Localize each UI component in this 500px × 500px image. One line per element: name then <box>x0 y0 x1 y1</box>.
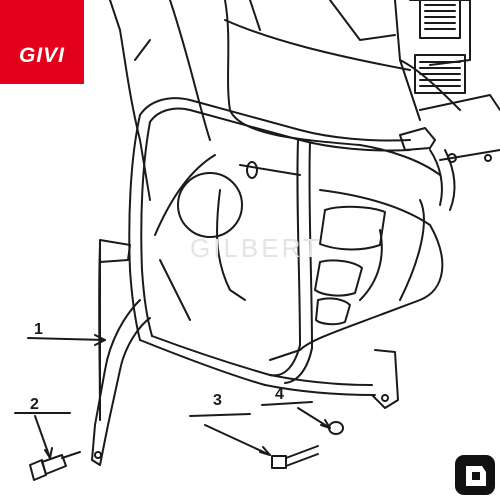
lower-bar <box>91 299 151 466</box>
callout-1: 1 <box>34 321 43 338</box>
side-vent-1 <box>319 205 386 251</box>
screw-shaft <box>285 445 319 467</box>
guard-frame-inner <box>149 107 411 152</box>
brand-badge-icon <box>455 455 495 495</box>
callout-4: 4 <box>275 386 284 403</box>
guard-frame-outer <box>139 97 411 142</box>
side-vent-2 <box>314 259 363 297</box>
washer <box>328 421 344 435</box>
side-vent-3 <box>315 297 351 326</box>
callout-2: 2 <box>30 396 39 413</box>
headlight-lens <box>246 161 258 179</box>
mounting-plate-right <box>399 127 436 151</box>
callout-line-3 <box>189 413 271 456</box>
nut <box>271 455 287 469</box>
scooter-body-outline <box>169 0 211 141</box>
vent-grille-lower <box>414 54 466 94</box>
callout-3: 3 <box>213 392 222 409</box>
guard-foot-bracket <box>371 349 399 409</box>
callout-line-1 <box>27 337 106 341</box>
vent-grille-upper <box>419 0 461 39</box>
headlight <box>177 172 243 238</box>
logo-text: GIVI <box>18 44 65 67</box>
callout-line-2 <box>14 412 71 459</box>
callout-line-4 <box>261 401 331 429</box>
guard-vertical-bar <box>296 139 313 349</box>
givi-logo: GIVI <box>0 0 84 84</box>
watermark-text: GILBERT <box>190 233 322 263</box>
